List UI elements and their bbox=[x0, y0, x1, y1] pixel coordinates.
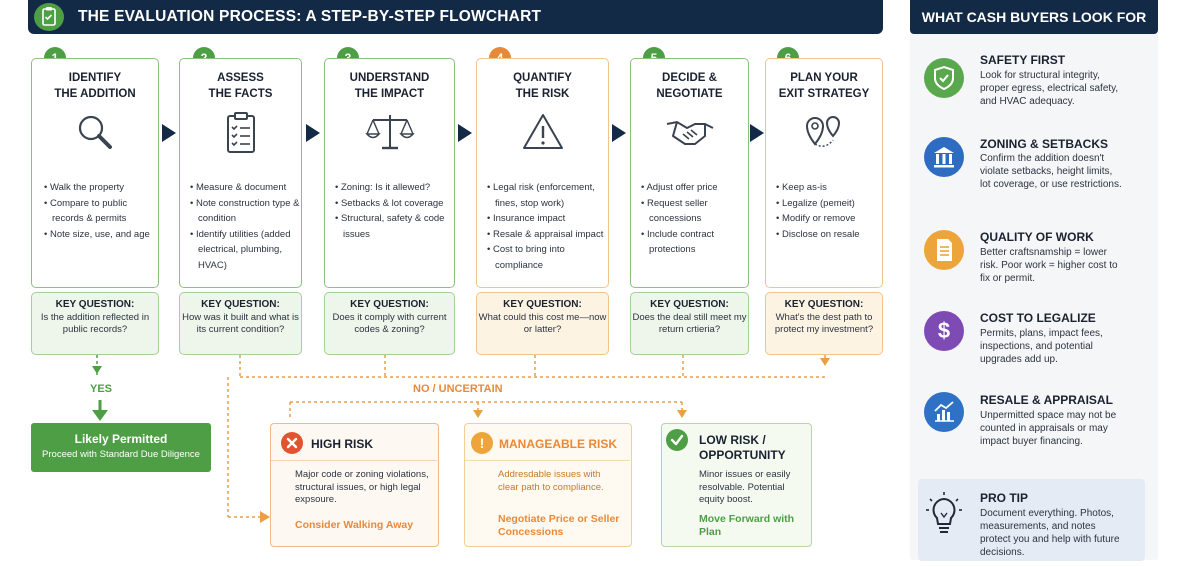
arrow-right-icon bbox=[458, 124, 472, 142]
sidebar-item-safety-title: SAFETY FIRST bbox=[980, 53, 1066, 67]
magnifier-icon bbox=[32, 112, 158, 156]
high-risk-title: HIGH RISK bbox=[311, 437, 374, 451]
yes-label: YES bbox=[90, 383, 113, 395]
step-5-title: DECIDE &NEGOTIATE bbox=[656, 72, 723, 100]
flowchart-header bbox=[28, 0, 883, 34]
step-1-bullets: Walk the propertyCompare to public recor… bbox=[42, 180, 154, 242]
sidebar-item-safety-text: Look for structural integrity, proper eg… bbox=[980, 70, 1119, 107]
sidebar-item-quality-text: Better craftsnamship = lower risk. Poor … bbox=[980, 247, 1118, 284]
dollar-icon: $ bbox=[924, 311, 964, 351]
likely-permitted-box: Likely Permitted Proceed with Standard D… bbox=[31, 423, 211, 472]
arrow-right-icon bbox=[306, 124, 320, 142]
step-1-key-question: KEY QUESTION:Is the addition reflected i… bbox=[31, 292, 159, 355]
high-risk-cta: Consider Walking Away bbox=[295, 519, 414, 531]
sidebar-item-cost-title: COST TO LEGALIZE bbox=[980, 311, 1096, 325]
low-risk-cta: Move Forward with Plan bbox=[699, 513, 795, 538]
page-title: THE EVALUATION PROCESS: A STEP-BY-STEP F… bbox=[78, 8, 542, 25]
low-risk-text: Minor issues or easily resolvable. Poten… bbox=[699, 469, 791, 505]
chart-icon bbox=[924, 392, 964, 432]
step-2-key-question: KEY QUESTION:How was it built and what i… bbox=[179, 292, 302, 355]
flow-connectors bbox=[92, 355, 830, 523]
manageable-risk-title: MANAGEABLE RISK bbox=[499, 437, 618, 451]
likely-permitted-title: Likely Permitted bbox=[74, 432, 168, 446]
pro-tip-title: PRO TIP bbox=[980, 491, 1029, 505]
sidebar-item-resale-title: RESALE & APPRAISAL bbox=[980, 393, 1113, 407]
clipboard-icon bbox=[34, 3, 64, 31]
high-risk-box: HIGH RISK Major code or zoning violation… bbox=[270, 423, 439, 547]
checklist-icon bbox=[180, 112, 301, 156]
sidebar-item-quality-title: QUALITY OF WORK bbox=[980, 230, 1094, 244]
manageable-risk-text: Addresdable issues with clear path to co… bbox=[498, 469, 604, 493]
step-5-card: DECIDE &NEGOTIATE Adjust offer priceRequ… bbox=[630, 58, 749, 288]
step-3-key-question: KEY QUESTION:Does it comply with current… bbox=[324, 292, 455, 355]
arrow-right-icon bbox=[750, 124, 764, 142]
step-4-key-question: KEY QUESTION:What could this cost me—now… bbox=[476, 292, 609, 355]
no-uncertain-label: NO / UNCERTAIN bbox=[410, 383, 506, 395]
building-icon bbox=[924, 137, 964, 177]
step-6-bullets: Keep as-isLegalize (pemeit)Modify or rem… bbox=[774, 180, 882, 242]
exclamation-circle-icon: ! bbox=[471, 432, 493, 454]
document-icon bbox=[924, 230, 964, 270]
pro-tip-box bbox=[918, 479, 1145, 561]
pro-tip-text: Document everything. Photos, measurement… bbox=[980, 508, 1120, 558]
sidebar-item-zoning-title: ZONING & SETBACKS bbox=[980, 137, 1109, 151]
manageable-risk-cta: Negotiate Price or Seller Concessions bbox=[498, 513, 620, 538]
sidebar-item-zoning-text: Confirm the addition doesn't violate set… bbox=[980, 153, 1122, 190]
high-risk-text: Major code or zoning violations, structu… bbox=[295, 469, 429, 505]
lightbulb-icon bbox=[926, 491, 962, 542]
x-circle-icon bbox=[281, 432, 303, 454]
step-5-key-question: KEY QUESTION:Does the deal still meet my… bbox=[630, 292, 749, 355]
map-pins-icon bbox=[766, 112, 882, 156]
step-4-bullets: Legal risk (enforcement, fines, stop wor… bbox=[485, 180, 605, 273]
arrow-right-icon bbox=[612, 124, 626, 142]
check-circle-icon bbox=[666, 429, 688, 451]
likely-permitted-subtitle: Proceed with Standard Due Diligence bbox=[42, 449, 200, 460]
low-risk-title: LOW RISK / OPPORTUNITY bbox=[699, 433, 786, 462]
sidebar-item-cost-text: Permits, plans, impact fees, inspections… bbox=[980, 328, 1103, 365]
handshake-icon bbox=[631, 112, 748, 156]
step-2-bullets: Measure & documentNote construction type… bbox=[188, 180, 300, 273]
sidebar-item-resale-text: Unpermitted space may not be counted in … bbox=[980, 410, 1117, 447]
warning-icon bbox=[477, 112, 608, 156]
manageable-risk-box: ! MANAGEABLE RISK Addresdable issues wit… bbox=[464, 423, 632, 547]
step-6-key-question: KEY QUESTION:What's the dest path to pro… bbox=[765, 292, 883, 355]
sidebar-title: WHAT CASH BUYERS LOOK FOR bbox=[910, 0, 1158, 34]
arrow-right-icon bbox=[162, 124, 176, 142]
scales-icon bbox=[325, 112, 454, 156]
low-risk-box: LOW RISK / OPPORTUNITY Minor issues or e… bbox=[661, 423, 812, 547]
step-3-bullets: Zoning: Is it allewed?Setbacks & lot cov… bbox=[333, 180, 451, 242]
shield-icon bbox=[924, 58, 964, 98]
step-5-bullets: Adjust offer priceRequest seller concess… bbox=[639, 180, 747, 258]
